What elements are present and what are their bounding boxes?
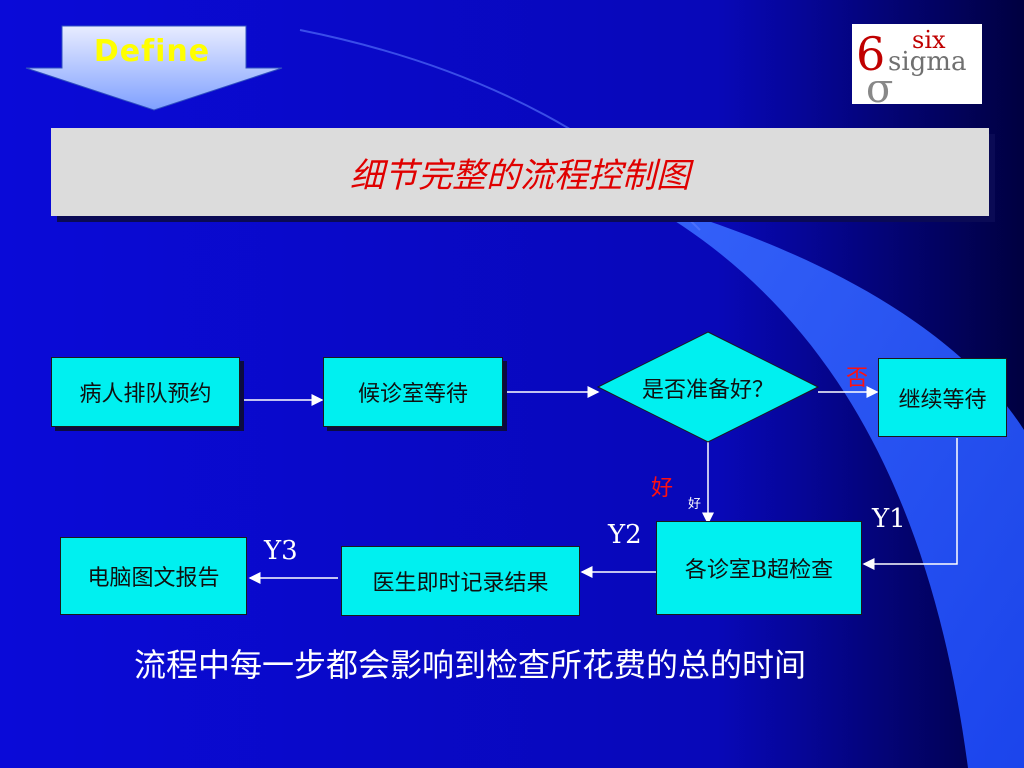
edge-label-y3: Y3 <box>264 536 298 566</box>
decision-diamond <box>596 331 820 443</box>
six-sigma-logo: 6 six sigma σ <box>852 24 982 104</box>
title-banner: 细节完整的流程控制图 <box>51 128 989 216</box>
node-record-label: 医生即时记录结果 <box>372 571 549 596</box>
edge-label-y1: Y1 <box>872 504 906 534</box>
edge-label-yes: 好 <box>651 476 674 501</box>
node-queue: 病人排队预约 <box>51 357 240 427</box>
decision-label: 是否准备好？ <box>641 378 774 403</box>
arrow-keep-waiting-to-ultrasound <box>862 438 958 570</box>
node-report: 电脑图文报告 <box>60 537 247 615</box>
node-waiting-room-label: 候诊室等待 <box>357 382 468 407</box>
node-waiting-room: 候诊室等待 <box>323 357 503 427</box>
caption-text: 流程中每一步都会影响到检查所花费的总的时间 <box>133 646 806 684</box>
node-queue-label: 病人排队预约 <box>79 382 212 407</box>
logo-numeral: 6 <box>856 27 885 81</box>
define-arrow-badge <box>25 25 283 111</box>
six-sigma-logo-mark: 6 six sigma σ <box>856 26 966 104</box>
node-ultrasound: 各诊室B超检查 <box>656 521 862 615</box>
page-title: 细节完整的流程控制图 <box>350 155 690 196</box>
logo-word-six: six <box>912 26 946 54</box>
node-record: 医生即时记录结果 <box>341 546 580 616</box>
edge-label-no: 否 <box>846 366 869 391</box>
edge-label-yes-small: 好 <box>688 497 702 512</box>
node-keep-waiting: 继续等待 <box>878 358 1007 437</box>
define-label: Define <box>93 34 211 69</box>
edge-label-y2: Y2 <box>608 520 642 550</box>
node-ultrasound-label: 各诊室B超检查 <box>684 558 834 583</box>
node-keep-waiting-label: 继续等待 <box>898 387 987 413</box>
node-report-label: 电脑图文报告 <box>87 566 220 591</box>
logo-sigma-symbol: σ <box>866 66 893 104</box>
logo-word-sigma: sigma <box>888 47 966 77</box>
